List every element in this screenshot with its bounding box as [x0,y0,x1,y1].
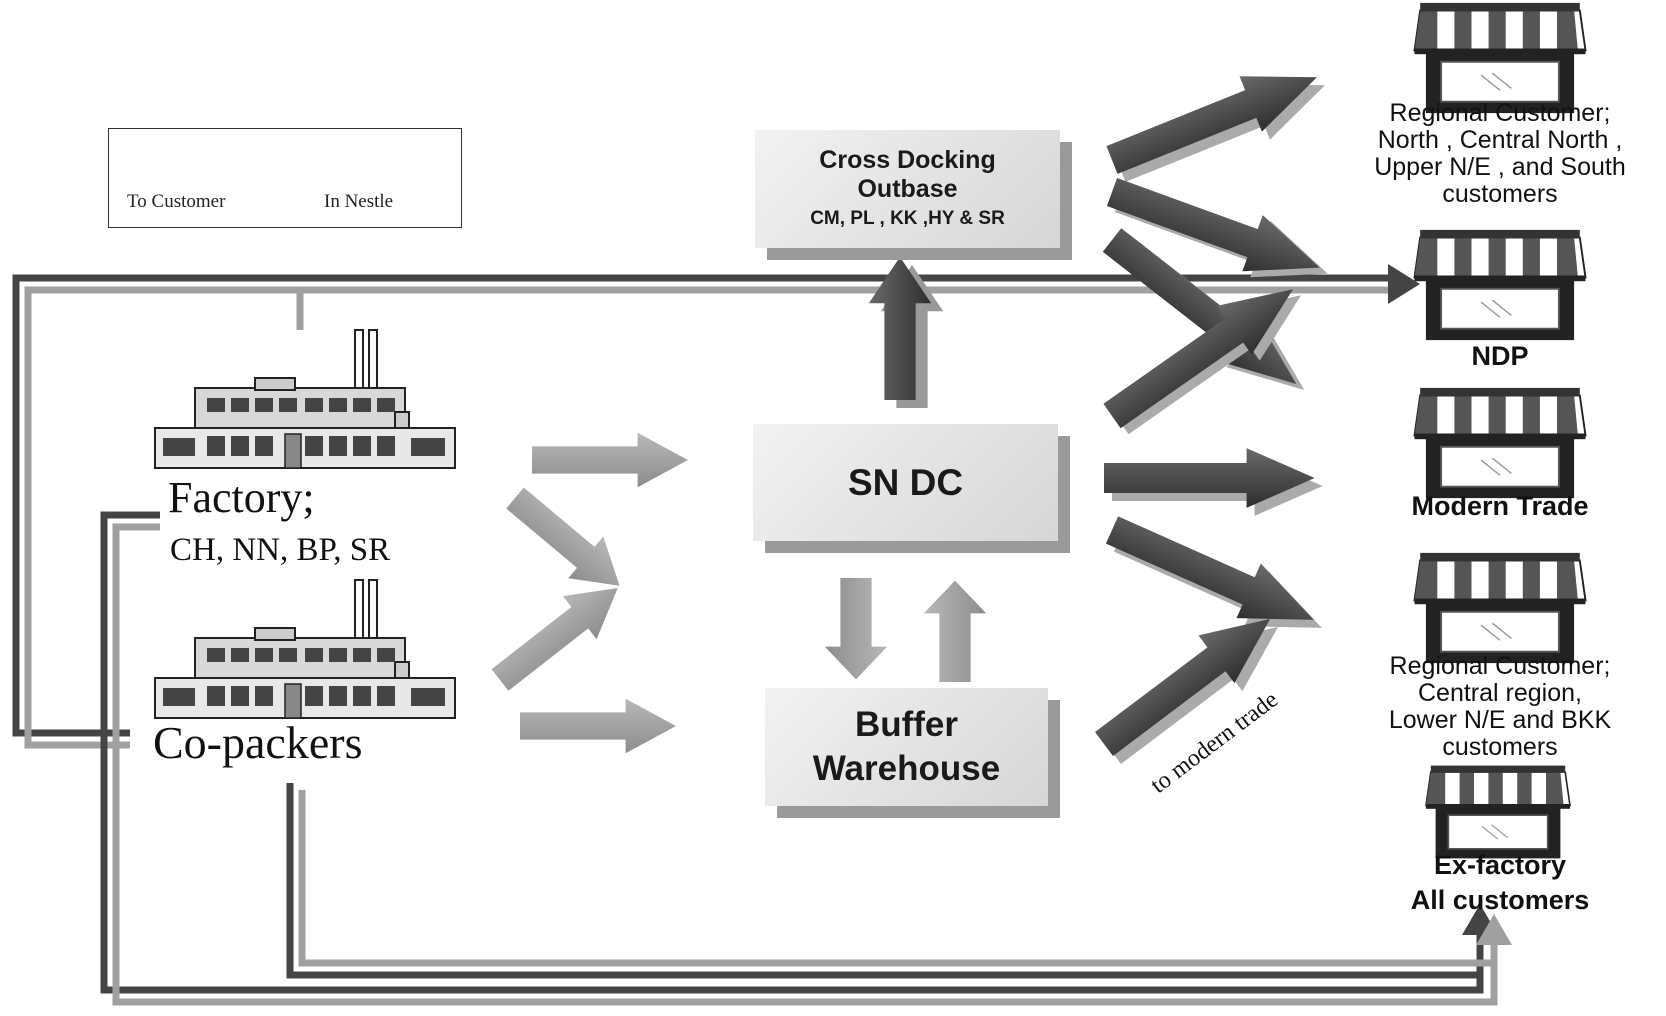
regional-north-line4: customers [1330,181,1666,208]
regional-central-line2: Central region, [1330,680,1666,707]
buffer-warehouse-box: Buffer Warehouse [765,688,1048,806]
buffer-warehouse-line1: Buffer [855,703,958,747]
copackers-title: Co-packers [153,716,362,769]
regional-central-line4: customers [1330,734,1666,761]
regional-north-line3: Upper N/E , and South [1330,154,1666,181]
shop-icon-regional-north [1415,3,1586,113]
sn-dc-label: SN DC [848,462,963,504]
ex-factory-line1: Ex-factory [1370,848,1630,883]
regional-central-caption: Regional Customer; Central region, Lower… [1330,653,1666,761]
flow-buffer-to-sn-dc-arrow [924,581,986,682]
legend: To Customer In Nestle [108,128,462,228]
flow-copackers-to-buffer-arrow [520,699,676,754]
regional-north-line2: North , Central North , [1330,127,1666,154]
flow-cross-docking-to-regional-north-arrow [1101,49,1336,195]
flow-factory-diagonal-arrow [497,477,637,607]
flow-copackers-diagonal-arrow [483,566,634,701]
regional-north-caption: Regional Customer; North , Central North… [1330,100,1666,208]
factory-title: Factory; [168,472,315,523]
factory-subtitle: CH, NN, BP, SR [170,532,390,569]
ex-factory-caption: Ex-factory All customers [1370,848,1630,918]
sn-dc-box: SN DC [753,424,1058,541]
cross-docking-outbase-box: Cross Docking Outbase CM, PL , KK ,HY & … [755,130,1060,248]
flow-sn-dc-to-buffer-arrow [825,578,887,679]
factory-icon [155,330,455,468]
flow-factory-to-sn-dc-arrow [532,433,688,488]
cross-docking-locations: CM, PL , KK ,HY & SR [810,204,1005,233]
shop-icon-ex-factory [1426,766,1570,859]
flow-sn-dc-to-modern-trade-arrow [1104,448,1323,516]
cross-docking-subtitle: Outbase [857,175,957,204]
legend-to-customer-label: To Customer [127,191,225,213]
cross-docking-title: Cross Docking [819,146,995,175]
shop-icon-regional-central [1415,553,1586,663]
legend-in-nestle-label: In Nestle [324,191,393,213]
shop-icon-modern-trade [1415,388,1586,498]
regional-central-line1: Regional Customer; [1330,653,1666,680]
shop-icon-ndp [1415,230,1586,340]
copackers-factory-icon [155,580,455,718]
ndp-caption: NDP [1400,340,1600,372]
buffer-warehouse-line2: Warehouse [813,747,1000,791]
modern-trade-caption: Modern Trade [1370,490,1630,522]
ex-factory-line2: All customers [1370,883,1630,918]
regional-central-line3: Lower N/E and BKK [1330,707,1666,734]
regional-north-line1: Regional Customer; [1330,100,1666,127]
